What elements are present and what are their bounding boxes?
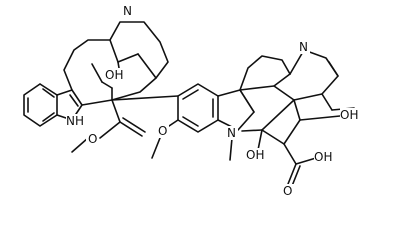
svg-text:N: N — [227, 126, 236, 140]
label-oh-right: OH — [340, 108, 362, 122]
svg-text:O: O — [158, 124, 167, 138]
aspidosperma-core — [239, 49, 355, 151]
label-nh-indole: NH — [66, 114, 88, 128]
label-oh-lower: OH — [246, 148, 268, 162]
indole-benzene-ring — [23, 83, 58, 127]
label-n-indoline: N — [226, 126, 238, 140]
label-oh-bridge: OH — [104, 68, 126, 82]
svg-text:N: N — [299, 40, 308, 54]
svg-text:OH: OH — [340, 108, 358, 122]
label-ester-o: O — [86, 132, 98, 146]
biaryl-link-bond — [111, 95, 179, 101]
label-acid-oh: OH — [314, 150, 336, 164]
label-n-bridge: N — [122, 4, 134, 18]
bridged-azacycle — [63, 21, 169, 106]
carboxylic-acid — [283, 143, 317, 187]
label-methoxy-o: O — [157, 124, 169, 138]
label-acid-o: O — [282, 184, 294, 198]
structure-canvas: N OH NH O O N N OH OH OH O — [23, 4, 362, 198]
vindoline-benzene-ring — [177, 83, 219, 133]
svg-text:O: O — [88, 132, 97, 146]
methyl-ester — [71, 99, 146, 153]
svg-text:OH: OH — [314, 150, 332, 164]
svg-text:OH: OH — [105, 68, 123, 82]
svg-text:N: N — [123, 4, 132, 18]
svg-text:NH: NH — [66, 114, 84, 128]
svg-text:OH: OH — [246, 148, 264, 162]
label-n-ring: N — [298, 40, 310, 54]
molecule-drawing: N OH NH O O N N OH OH OH O — [23, 4, 362, 198]
svg-text:O: O — [283, 184, 292, 198]
